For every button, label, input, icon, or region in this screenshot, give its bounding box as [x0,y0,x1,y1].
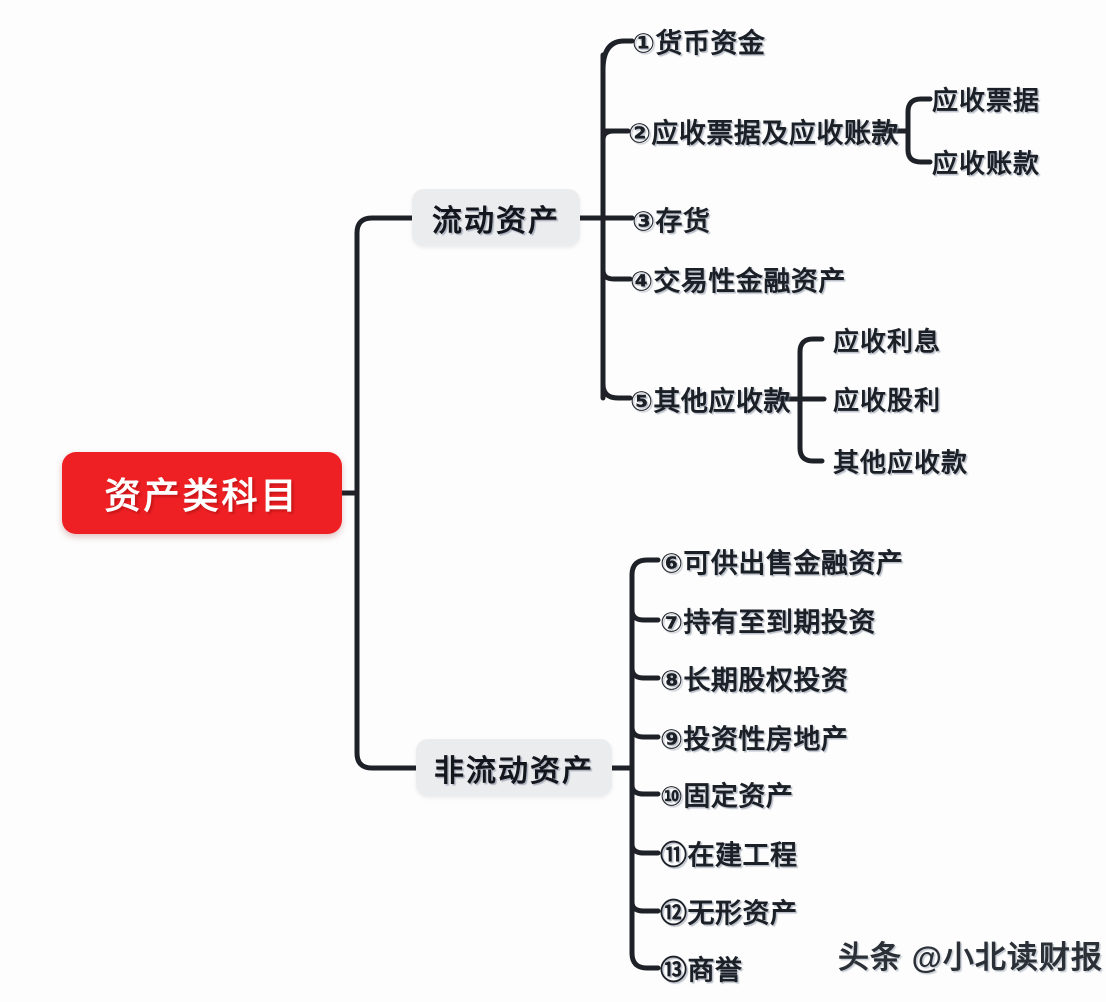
current-tick-5 [600,381,633,401]
noncurrent-tick-8 [629,665,661,681]
noncurrent-tick-7 [629,607,661,623]
leaf-available-for-sale-financial-assets[interactable]: ⑥可供出售金融资产 [660,548,904,579]
leaf-intangible-assets[interactable]: ⑫无形资产 [660,898,798,929]
leaf-investment-property[interactable]: ⑨投资性房地产 [660,724,849,755]
main-spine [354,215,419,771]
noncurrent-tick-13 [629,950,661,971]
leaf-other-receivables[interactable]: ⑤其他应收款 [630,386,791,417]
noncurrent-tick-6 [629,557,661,578]
other-receivables-tick-1 [797,336,825,355]
leaf-construction-in-progress[interactable]: ⑪在建工程 [660,840,798,871]
current-tick-1 [600,38,635,73]
current-tick-2 [600,128,631,143]
noncurrent-tick-9 [629,724,661,740]
branch-node-noncurrent-assets-label: 非流动资产 [434,754,594,788]
branch-node-noncurrent-assets[interactable]: 非流动资产 [416,739,612,796]
receivables-tick-1 [905,96,933,115]
leaf-other-receivables-detail[interactable]: 其他应收款 [833,447,969,478]
current-tick-4 [600,267,633,282]
leaf-notes-receivable[interactable]: 应收票据 [932,85,1041,116]
noncurrent-tick-10 [629,782,661,797]
watermark: 头条 @小北读财报 [838,940,1103,975]
leaf-dividends-receivable[interactable]: 应收股利 [833,385,942,416]
leaf-inventory[interactable]: ③存货 [632,206,711,237]
other-receivables-tick-3 [797,445,825,464]
leaf-fixed-assets[interactable]: ⑩固定资产 [660,781,794,812]
leaf-held-to-maturity-investments[interactable]: ⑦持有至到期投资 [660,607,876,638]
leaf-trading-financial-assets[interactable]: ④交易性金融资产 [630,266,846,297]
noncurrent-tick-12 [629,899,661,914]
root-node-label: 资产类科目 [104,475,300,516]
leaf-accounts-receivable[interactable]: 应收账款 [932,148,1041,179]
leaf-notes-and-accounts-receivable[interactable]: ②应收票据及应收账款 [628,118,899,149]
receivables-tick-2 [905,147,933,165]
leaf-goodwill[interactable]: ⑬商誉 [660,955,743,986]
leaf-interest-receivable[interactable]: 应收利息 [833,326,942,357]
noncurrent-tick-11 [629,841,661,856]
leaf-long-term-equity-investments[interactable]: ⑧长期股权投资 [660,665,849,696]
branch-node-current-assets[interactable]: 流动资产 [412,189,580,246]
root-node[interactable]: 资产类科目 [62,452,342,534]
branch-node-current-assets-label: 流动资产 [432,204,560,238]
leaf-monetary-funds[interactable]: ①货币资金 [632,28,766,59]
